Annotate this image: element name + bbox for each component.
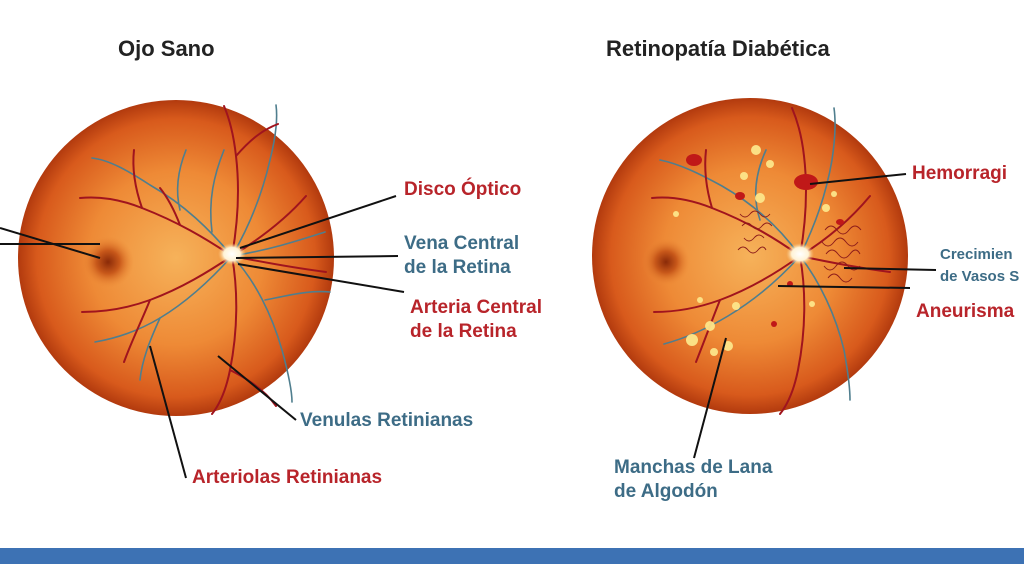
label-central-artery-line2: de la Retina — [410, 321, 517, 342]
title-healthy-eye: Ojo Sano — [118, 36, 215, 61]
leader-neovascularization — [843, 267, 937, 271]
label-neovascularization-line1: Crecimien — [940, 246, 1013, 263]
leader-hemorrhage — [809, 173, 907, 185]
label-central-vein-line1: Vena Central — [404, 233, 520, 254]
label-arterioles: Arteriolas Retinianas — [192, 467, 383, 488]
leader-central-vein — [235, 255, 399, 259]
healthy-eye — [18, 100, 334, 416]
diabetic-arterioles — [651, 107, 891, 415]
label-central-vein-line2: de la Retina — [404, 257, 511, 278]
diabetic-venules — [659, 107, 851, 401]
label-hemorrhage: Hemorragi — [912, 163, 1008, 184]
bottom-bar — [0, 548, 1024, 564]
diabetic-retina — [592, 98, 908, 414]
neovascular-tufts — [737, 210, 862, 283]
label-venules: Venulas Retinianas — [300, 410, 474, 431]
label-central-artery-line1: Arteria Central — [410, 297, 542, 318]
leader-lines — [0, 173, 937, 479]
leader-cotton-wool — [693, 337, 727, 459]
healthy-retina — [18, 100, 334, 416]
leader-aneurysm — [777, 285, 911, 289]
label-cotton-wool-line2: de Algodón — [614, 481, 718, 502]
healthy-venules — [91, 104, 331, 403]
label-neovascularization-line2: de Vasos S — [940, 268, 1020, 285]
diabetic-macula — [642, 238, 690, 286]
optic-disc-marker — [218, 243, 246, 265]
diabetic-optic-disc — [786, 243, 814, 265]
label-optic-disc: Disco Óptico — [404, 179, 522, 200]
label-aneurysm: Aneurisma — [916, 301, 1015, 322]
hemorrhage-spots — [686, 154, 844, 327]
label-cotton-wool-line1: Manchas de Lana — [614, 457, 773, 478]
leader-central-artery — [237, 263, 405, 293]
title-diabetic-retinopathy: Retinopatía Diabética — [606, 36, 830, 61]
leader-optic-disc — [239, 195, 397, 249]
diabetic-eye — [592, 98, 908, 415]
cotton-wool-spots — [673, 145, 837, 356]
leader-venules — [217, 355, 297, 421]
leader-arterioles — [149, 345, 187, 479]
healthy-macula — [82, 236, 134, 288]
